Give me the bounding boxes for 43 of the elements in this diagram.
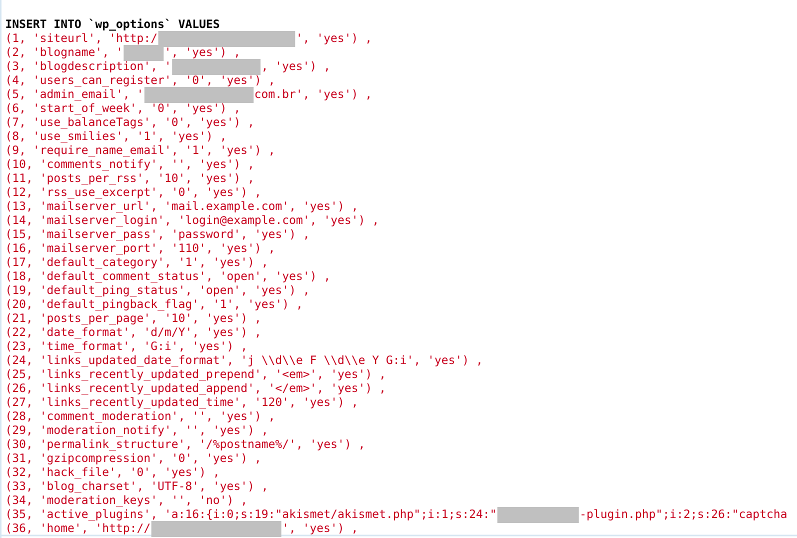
code-line: (25, 'links_recently_updated_prepend', '<em>', 'yes') , — [8, 369, 384, 381]
code-line: -plugin.php";i:2;s:26:"captcha — [582, 509, 786, 520]
code-line: (23, 'time_format', 'G:i', 'yes') , — [8, 341, 245, 353]
code-line: (26, 'links_recently_updated_append', '</em>', 'yes') , — [8, 383, 384, 395]
code-line: (4, 'users_can_register', '0', 'yes') , — [8, 75, 273, 87]
code-line: (35, 'active_plugins', 'a:16:{i:0;s:19:"akismet/akismet.php";i:1;s:24:" — [8, 509, 495, 521]
code-line: (21, 'posts_per_page', '10', 'yes') , — [8, 313, 259, 325]
sql-statement: INSERT INTO `wp_options` VALUES — [6, 18, 220, 31]
code-line: ', 'yes') , — [167, 47, 238, 58]
code-line: (3, 'blogdescription', ' — [8, 61, 168, 72]
code-line: (13, 'mailserver_url', 'mail.example.com', 'yes') , — [8, 201, 356, 213]
code-line: (36, 'home', 'http:// — [8, 523, 150, 534]
code-line: (34, 'moderation_keys', '', 'no') , — [8, 495, 245, 507]
code-line: (11, 'posts_per_rss', '10', 'yes') , — [8, 173, 252, 185]
code-line: , 'yes') , — [264, 61, 328, 72]
code-line: (15, 'mailserver_pass', 'password', 'yes') , — [8, 229, 308, 241]
code-line: (28, 'comment_moderation', '', 'yes') , — [8, 411, 273, 423]
code-line: ', 'yes') , — [284, 523, 356, 534]
code-line: com.br', 'yes') , — [255, 89, 370, 100]
code-line: (2, 'blogname', ' — [8, 47, 120, 58]
code-line: (18, 'default_comment_status', 'open', 'yes') , — [8, 271, 328, 283]
code-line: (8, 'use_smilies', '1', 'yes') , — [8, 131, 224, 143]
code-line: (20, 'default_pingback_flag', '1', 'yes') , — [8, 299, 300, 311]
code-line: (24, 'links_updated_date_format', 'j \\d\\e F \\d\\e Y G:i', 'yes') , — [8, 355, 480, 367]
code-line: (7, 'use_balanceTags', '0', 'yes') , — [8, 117, 252, 129]
code-line: (29, 'moderation_notify', '', 'yes') , — [8, 425, 266, 437]
code-line: ', 'yes') , — [298, 33, 370, 44]
code-line: (19, 'default_ping_status', 'open', 'yes') , — [8, 285, 308, 297]
code-line: (14, 'mailserver_login', 'login@example.com', 'yes') , — [8, 215, 376, 227]
code-line: (1, 'siteurl', 'http:/ — [8, 33, 157, 44]
code-line: (22, 'date_format', 'd/m/Y', 'yes') , — [8, 327, 259, 339]
code-line: (10, 'comments_notify', '', 'yes') , — [8, 159, 252, 171]
code-line: (12, 'rss_use_excerpt', '0', 'yes') , — [8, 187, 259, 199]
code-line: (30, 'permalink_structure', '/%postname%/', 'yes') , — [8, 439, 362, 451]
code-line: (31, 'gzipcompression', '0', 'yes') , — [8, 453, 259, 464]
code-line: (9, 'require_name_email', '1', 'yes') , — [8, 145, 273, 157]
code-line: (5, 'admin_email', ' — [8, 89, 141, 101]
code-line: (32, 'hack_file', '0', 'yes') , — [8, 467, 218, 479]
code-line: (17, 'default_category', '1', 'yes') , — [8, 257, 266, 269]
code-line: (6, 'start_of_week', '0', 'yes') , — [8, 103, 238, 115]
code-line: (27, 'links_recently_updated_time', '120', 'yes') , — [8, 397, 356, 409]
code-line: (33, 'blog_charset', 'UTF-8', 'yes') , — [8, 481, 266, 493]
code-line: (16, 'mailserver_port', '110', 'yes') , — [8, 243, 273, 255]
